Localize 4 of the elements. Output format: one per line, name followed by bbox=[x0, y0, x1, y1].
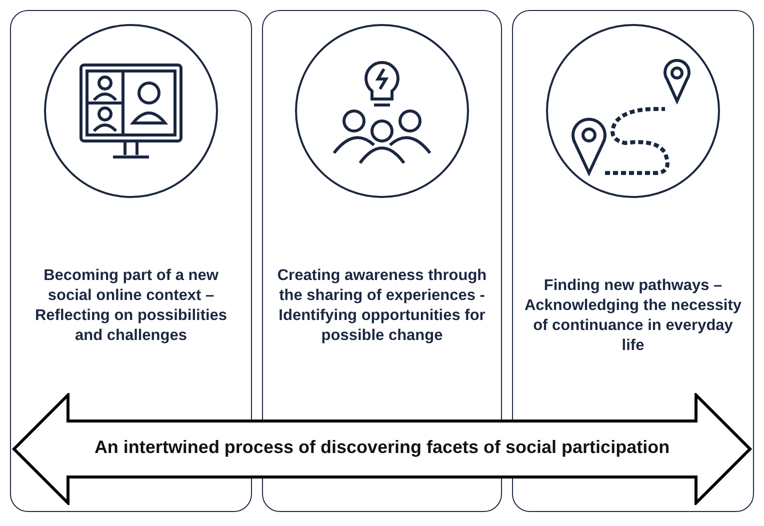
panel-text: Creating awareness through the sharing of experiences - Identifying opportunities for possible change bbox=[276, 266, 488, 346]
panel-text: Becoming part of a new social online context – Reflecting on possibilities and challenges bbox=[34, 266, 228, 346]
panel-text: Finding new pathways – Acknowledging the necessity of continuance in everyday life bbox=[523, 276, 743, 356]
arrow-text: An intertwined process of discovering facets of social participation bbox=[93, 437, 671, 458]
